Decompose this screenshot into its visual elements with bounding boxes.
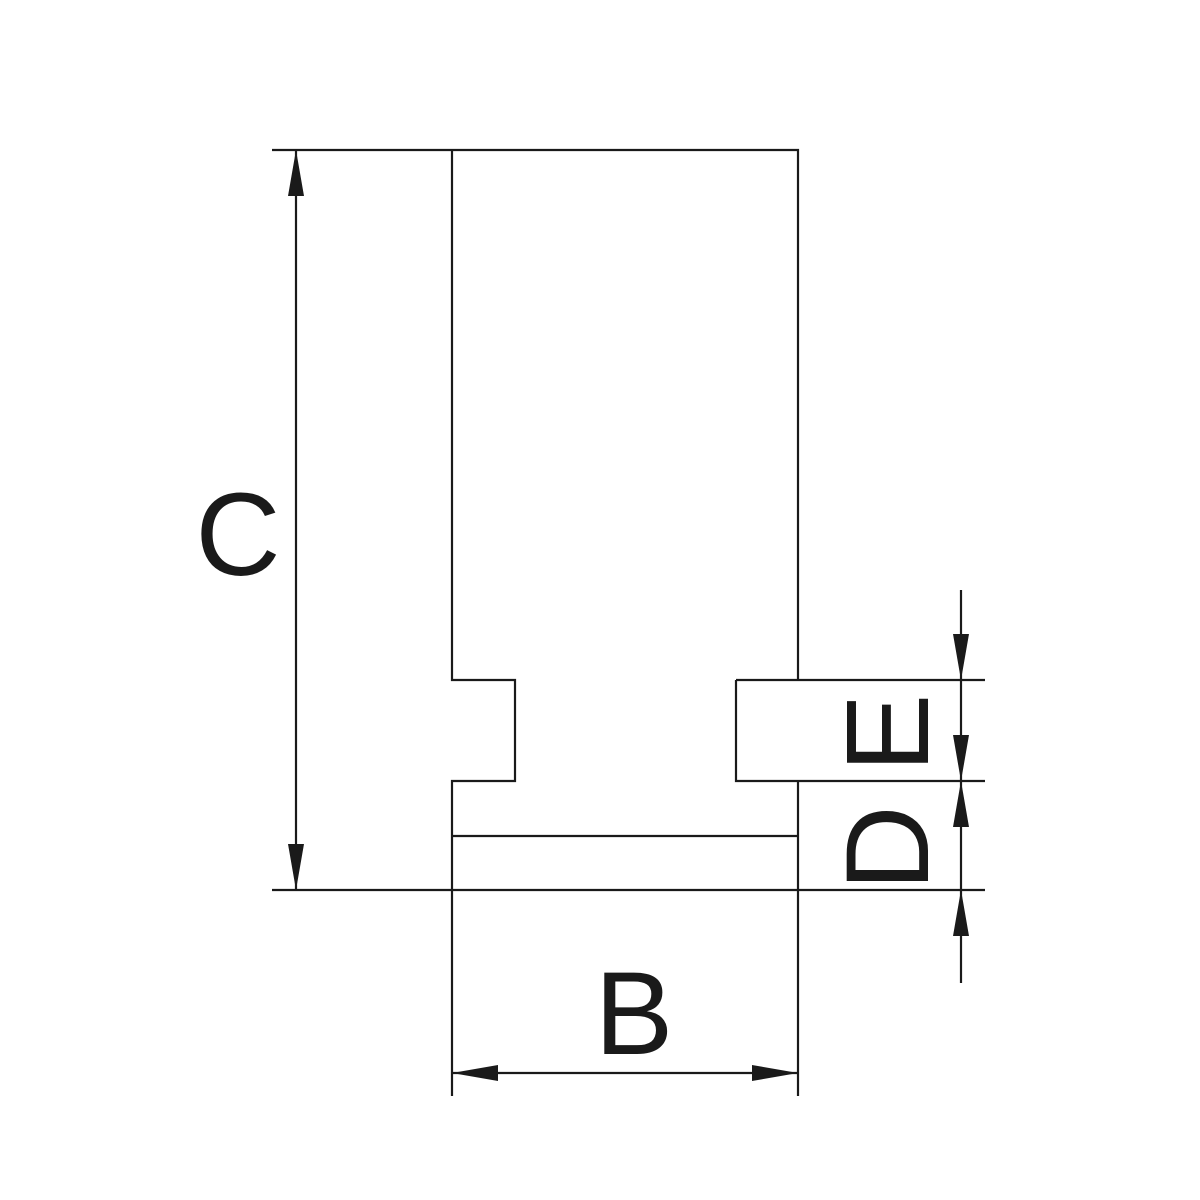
dimension-c-arrow-bottom (288, 844, 304, 890)
dimension-c-label: C (195, 469, 280, 601)
part-outline (450, 148, 800, 890)
dimension-c-arrow-top (288, 150, 304, 196)
dimension-d-arrow-top (953, 781, 969, 827)
dimension-e-arrow-top (953, 634, 969, 680)
dimension-b-arrow-left (452, 1065, 498, 1081)
dimension-b-arrow-right (752, 1065, 798, 1081)
dimension-d-arrow-bottom (953, 890, 969, 936)
dimension-b-label: B (595, 948, 674, 1080)
dimension-e-label: E (822, 694, 954, 773)
dimension-e-arrow-bottom (953, 735, 969, 781)
dimension-d-label: D (822, 805, 954, 890)
